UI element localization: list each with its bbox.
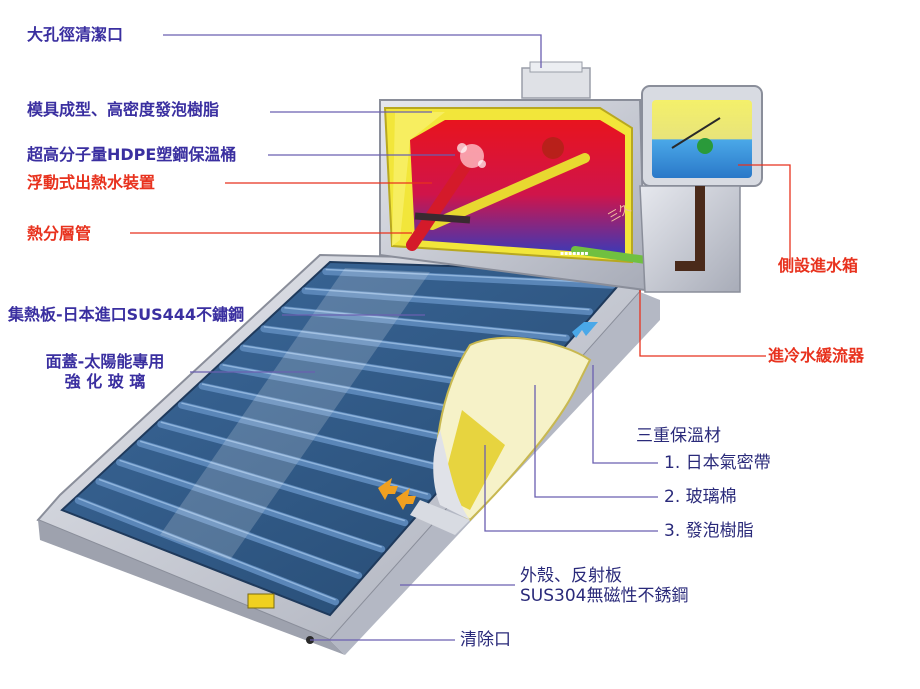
collector-tube	[322, 268, 616, 289]
stratification-pipe	[406, 143, 486, 251]
label-floating-outlet: 浮動式出熱水裝置	[27, 173, 156, 192]
label-side-inlet-tank: 側設進水箱	[778, 256, 859, 275]
collector-tube-highlight	[284, 306, 567, 337]
label-stratification-pipe: 熱分層管	[27, 224, 92, 243]
leader-lines-red	[130, 164, 791, 357]
collector-tube-highlight	[201, 383, 475, 443]
label-shell-line1: 外殼、反射板	[520, 566, 622, 586]
label-insulation-1: 1. 日本氣密帶	[664, 453, 771, 473]
label-hdpe-tank: 超高分子量HDPE塑鋼保溫桶	[27, 145, 237, 164]
label-collector-plate: 集熱板-日本進口SUS444不鏽鋼	[8, 305, 245, 324]
label-large-cleanout: 大孔徑清潔口	[27, 25, 124, 44]
label-cover-glass: 面蓋-太陽能專用 強 化 玻 璃	[20, 352, 190, 392]
drain-notch	[247, 593, 314, 644]
label-insulation-title: 三重保溫材	[636, 426, 721, 446]
collector-tube-highlight	[119, 459, 382, 548]
label-insulation-3: 3. 發泡樹脂	[664, 521, 754, 541]
label-cover-glass-line2: 強 化 玻 璃	[64, 372, 146, 391]
label-insulation-2: 2. 玻璃棉	[664, 487, 737, 507]
label-cold-inlet-buffer: 進冷水緩流器	[768, 346, 865, 365]
insulation-cutaway	[410, 336, 592, 535]
label-cover-glass-line1: 面蓋-太陽能專用	[45, 352, 165, 371]
side-inlet-tank	[639, 85, 763, 293]
collector-tube	[74, 496, 340, 606]
leader-lines-purple	[163, 34, 658, 641]
collector-tube-highlight	[160, 421, 429, 495]
label-shell-line2: SUS304無磁性不銹鋼	[520, 586, 689, 606]
floating-outlet	[427, 137, 590, 230]
collector-tube-highlight	[305, 287, 590, 311]
svg-text:▪▪▪▪▪▪▪: ▪▪▪▪▪▪▪	[560, 250, 588, 257]
label-shell: 外殼、反射板 SUS304無磁性不銹鋼	[520, 566, 688, 606]
collector-tube	[301, 287, 593, 316]
collector-tube	[116, 458, 386, 553]
flow-arrows	[378, 322, 598, 510]
collector-tube	[136, 439, 409, 527]
collector-tube	[198, 382, 478, 447]
collector-tube-highlight	[98, 478, 359, 575]
label-molded-foam: 模具成型、高密度發泡樹脂	[27, 100, 220, 119]
label-drain-outlet: 清除口	[460, 630, 511, 650]
collector-tube-highlight	[181, 402, 452, 469]
collector-tube	[177, 401, 455, 474]
collector-tube	[95, 477, 363, 579]
glass-highlight	[160, 268, 430, 560]
collector-tube-highlight	[78, 497, 336, 601]
collector-tube-highlight	[325, 268, 613, 284]
collector-tube-highlight	[139, 440, 405, 522]
